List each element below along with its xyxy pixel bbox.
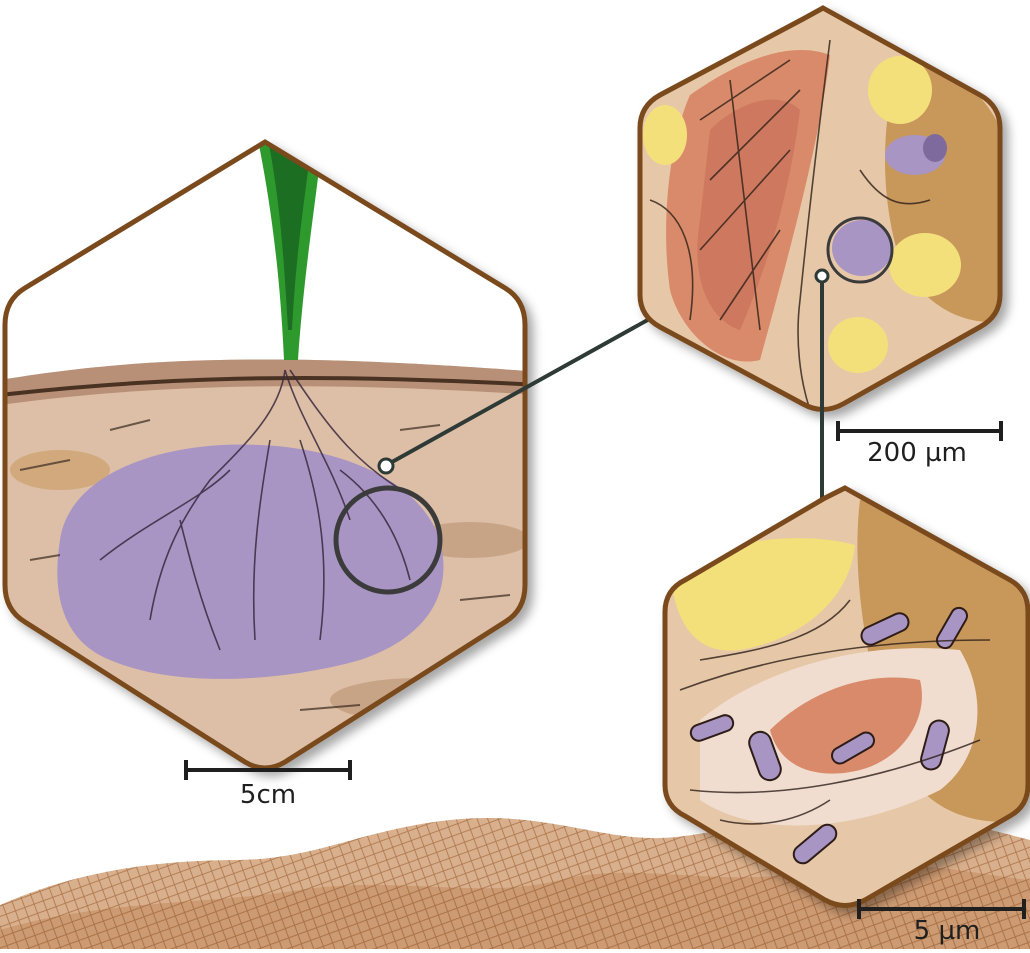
scale-label-micro: 200 µm — [852, 440, 982, 466]
macro-panel-soil — [0, 130, 540, 790]
arrow-origin-dot-2 — [816, 270, 828, 282]
scale-label-nano: 5 µm — [892, 918, 1002, 944]
arrow-origin-dot — [379, 459, 393, 473]
scale-label-macro: 5cm — [218, 782, 318, 808]
